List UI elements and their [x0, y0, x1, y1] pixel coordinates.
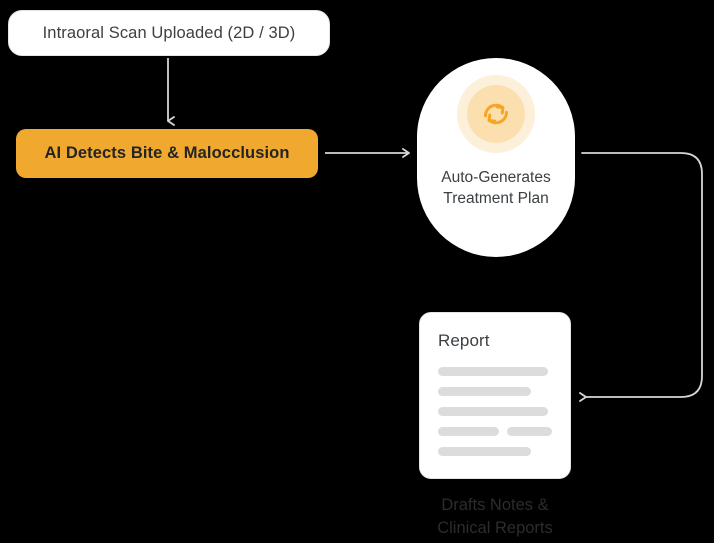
- caption-drafts-notes-clinical-reports: Drafts Notes & Clinical Reports: [437, 496, 553, 537]
- node-label-detect: AI Detects Bite & Malocclusion: [44, 144, 290, 162]
- report-line-row: [438, 367, 552, 376]
- report-line-row: [438, 387, 552, 396]
- report-placeholder-bar: [438, 387, 531, 396]
- report-placeholder-lines: [438, 367, 552, 456]
- icon-halo-inner: [467, 85, 525, 143]
- node-label-plan: Auto-Generates Treatment Plan: [441, 169, 551, 207]
- refresh-sync-icon: [484, 103, 508, 125]
- report-placeholder-bar: [438, 447, 531, 456]
- report-line-row: [438, 447, 552, 456]
- node-label-scan: Intraoral Scan Uploaded (2D / 3D): [42, 23, 296, 42]
- report-placeholder-bar: [438, 407, 548, 416]
- report-title: Report: [438, 331, 490, 350]
- node-intraoral-scan-uploaded[interactable]: Intraoral Scan Uploaded (2D / 3D): [8, 10, 330, 56]
- report-placeholder-bar: [438, 367, 548, 376]
- report-line-row: [438, 427, 552, 436]
- report-placeholder-bar: [507, 427, 552, 436]
- node-ai-detects-bite-malocclusion[interactable]: AI Detects Bite & Malocclusion: [16, 129, 318, 178]
- node-report-document[interactable]: Report: [419, 312, 571, 479]
- node-auto-generates-treatment-plan[interactable]: Auto-Generates Treatment Plan: [417, 58, 575, 257]
- report-placeholder-bar: [438, 427, 500, 436]
- icon-halo-outer: [457, 75, 535, 153]
- report-line-row: [438, 407, 552, 416]
- connector-plan-to-report: [579, 152, 703, 402]
